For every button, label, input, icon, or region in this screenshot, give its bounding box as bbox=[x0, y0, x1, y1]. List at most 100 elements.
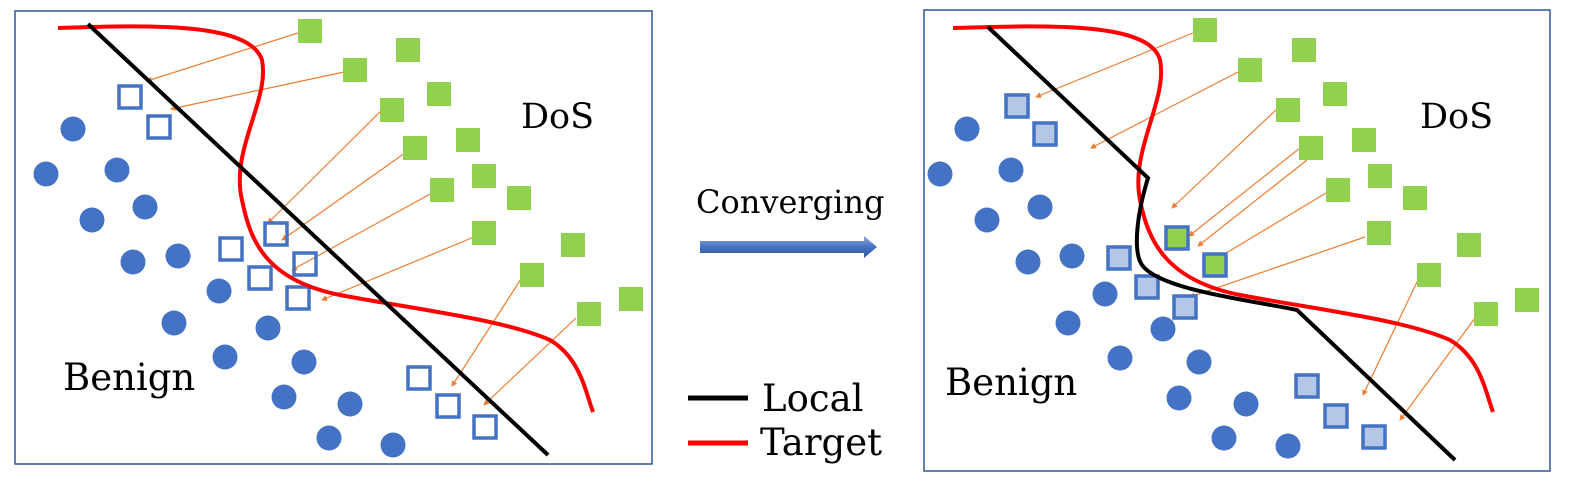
perturbation-arrow bbox=[1090, 71, 1239, 149]
left-local-boundary bbox=[86, 22, 550, 457]
dos-sample-square bbox=[1474, 302, 1498, 326]
dos-sample-square bbox=[1352, 128, 1376, 152]
perturbation-arrow bbox=[1217, 192, 1327, 259]
adversarial-sample-square bbox=[1202, 252, 1228, 278]
perturbation-arrow bbox=[267, 107, 385, 224]
adversarial-sample-square bbox=[1004, 93, 1030, 119]
benign-sample-dot bbox=[60, 116, 86, 142]
dos-sample-square bbox=[343, 58, 367, 82]
perturbation-arrow bbox=[1399, 317, 1476, 421]
benign-sample-dot bbox=[998, 157, 1024, 183]
dos-sample-square bbox=[1457, 233, 1481, 257]
adversarial-sample-square bbox=[435, 393, 461, 419]
adversarial-sample-square bbox=[406, 365, 432, 391]
perturbation-arrow bbox=[1188, 147, 1301, 237]
dos-sample-square bbox=[1417, 263, 1441, 287]
adversarial-sample-square bbox=[1134, 274, 1160, 300]
dos-sample-square bbox=[619, 287, 643, 311]
benign-sample-dot bbox=[1150, 316, 1176, 342]
right-dos-label: DoS bbox=[1420, 97, 1493, 137]
perturbation-arrow bbox=[281, 152, 406, 241]
adversarial-sample-square bbox=[292, 251, 318, 277]
converging-label: Converging bbox=[696, 183, 884, 221]
perturbation-arrow bbox=[1035, 32, 1194, 98]
perturbation-arrow bbox=[321, 236, 475, 301]
left-benign-label: Benign bbox=[63, 356, 195, 399]
left-panel: DoS Benign bbox=[14, 10, 653, 465]
dos-sample-square bbox=[507, 186, 531, 210]
converging-arrow bbox=[700, 236, 877, 258]
right-panel: DoS Benign bbox=[923, 9, 1551, 472]
benign-sample-dot bbox=[927, 161, 953, 187]
dos-sample-square bbox=[403, 136, 427, 160]
left-panel-frame bbox=[14, 10, 653, 465]
legend-local-label: Local bbox=[762, 377, 863, 420]
right-target-boundary bbox=[952, 24, 1495, 413]
adversarial-sample-square bbox=[1172, 294, 1198, 320]
dos-sample-square bbox=[577, 302, 601, 326]
benign-sample-dot bbox=[337, 391, 363, 417]
perturbation-arrow bbox=[1197, 159, 1308, 247]
adversarial-sample-square bbox=[1294, 373, 1320, 399]
dos-sample-square bbox=[1367, 221, 1391, 245]
benign-sample-dot bbox=[255, 315, 281, 341]
benign-sample-dot bbox=[120, 249, 146, 275]
perturbation-arrow bbox=[170, 71, 345, 111]
converging-transition: Converging bbox=[696, 183, 884, 258]
benign-sample-dot bbox=[161, 310, 187, 336]
dos-sample-square bbox=[456, 128, 480, 152]
adversarial-sample-square bbox=[247, 265, 273, 291]
adversarial-sample-square bbox=[472, 414, 498, 440]
dos-sample-square bbox=[1299, 136, 1323, 160]
dos-sample-square bbox=[1403, 186, 1427, 210]
adversarial-sample-square bbox=[1164, 225, 1190, 251]
perturbation-arrow bbox=[1362, 279, 1419, 396]
dos-sample-square bbox=[380, 98, 404, 122]
dos-sample-square bbox=[1276, 98, 1300, 122]
right-panel-frame bbox=[923, 9, 1551, 472]
dos-sample-square bbox=[298, 19, 322, 43]
benign-sample-dot bbox=[380, 432, 406, 458]
benign-sample-dot bbox=[104, 157, 130, 183]
adversarial-sample-square bbox=[263, 221, 289, 247]
benign-sample-dot bbox=[33, 161, 59, 187]
adversarial-sample-square bbox=[1323, 403, 1349, 429]
left-target-boundary bbox=[57, 24, 595, 413]
benign-sample-dot bbox=[1092, 281, 1118, 307]
perturbation-arrow bbox=[451, 278, 522, 387]
adversarial-sample-square bbox=[146, 114, 172, 140]
dos-sample-square bbox=[1292, 38, 1316, 62]
dos-sample-square bbox=[427, 82, 451, 106]
adversarial-sample-square bbox=[218, 236, 244, 262]
dos-sample-square bbox=[472, 221, 496, 245]
left-dos-label: DoS bbox=[521, 97, 594, 137]
left-adversarial-samples bbox=[117, 84, 498, 440]
dos-sample-square bbox=[1238, 58, 1262, 82]
perturbation-arrow bbox=[483, 317, 577, 406]
benign-sample-dot bbox=[1211, 425, 1237, 451]
benign-sample-dot bbox=[1186, 349, 1212, 375]
left-dos-samples bbox=[298, 19, 643, 326]
benign-sample-dot bbox=[1107, 345, 1133, 371]
dos-sample-square bbox=[430, 178, 454, 202]
perturbation-arrow bbox=[1189, 236, 1366, 299]
dos-sample-square bbox=[520, 263, 544, 287]
benign-sample-dot bbox=[1233, 391, 1259, 417]
adversarial-sample-square bbox=[1361, 424, 1387, 450]
dos-sample-square bbox=[1326, 178, 1350, 202]
dos-sample-square bbox=[561, 233, 585, 257]
left-benign-samples bbox=[33, 116, 406, 458]
dos-sample-square bbox=[1193, 18, 1217, 42]
left-perturbation-arrows bbox=[146, 32, 577, 406]
right-local-boundary bbox=[986, 25, 1457, 462]
adversarial-sample-square bbox=[1106, 245, 1132, 271]
adversarial-sample-square bbox=[117, 84, 143, 110]
adversarial-sample-square bbox=[285, 285, 311, 311]
dos-sample-square bbox=[1323, 82, 1347, 106]
benign-sample-dot bbox=[1059, 243, 1085, 269]
right-benign-samples bbox=[927, 116, 1301, 459]
benign-sample-dot bbox=[1015, 249, 1041, 275]
dos-sample-square bbox=[472, 164, 496, 188]
benign-sample-dot bbox=[79, 207, 105, 233]
